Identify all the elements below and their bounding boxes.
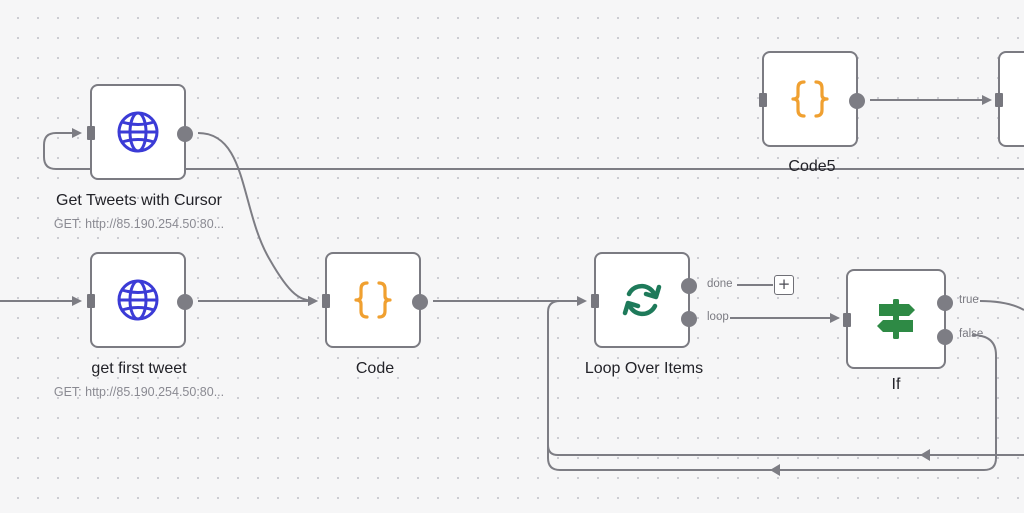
output-port-done[interactable] [681, 278, 697, 294]
node-title: get first tweet [91, 360, 187, 377]
output-port[interactable] [177, 294, 193, 310]
output-label-loop: loop [707, 311, 729, 323]
add-node-button[interactable]: + [774, 275, 794, 295]
input-port[interactable] [759, 93, 767, 107]
input-port[interactable] [87, 126, 95, 140]
output-label-done: done [707, 278, 733, 290]
input-port[interactable] [87, 294, 95, 308]
node-offscreen-partial[interactable] [995, 51, 1024, 147]
edge-tweets-to-code[interactable] [197, 132, 318, 306]
edge-if-true-out[interactable] [979, 300, 1024, 311]
node-subtitle: GET: http://85.190.254.50:80... [53, 217, 225, 231]
output-port[interactable] [412, 294, 428, 310]
node-get-tweets-with-cursor[interactable] [87, 84, 193, 180]
input-port[interactable] [995, 93, 1003, 107]
output-port[interactable] [177, 126, 193, 142]
output-port[interactable] [849, 93, 865, 109]
code-braces-icon [351, 278, 395, 322]
output-label-false: false [959, 328, 984, 340]
output-port-true[interactable] [937, 295, 953, 311]
node-code5[interactable] [759, 51, 865, 147]
globe-icon [116, 110, 160, 154]
edge-return-to-loop[interactable] [547, 300, 1024, 456]
node-get-first-tweet[interactable] [87, 252, 193, 348]
node-loop-over-items[interactable] [591, 252, 697, 348]
output-port-false[interactable] [937, 329, 953, 345]
edge-tweets-self-loop[interactable] [43, 128, 190, 170]
output-port-loop[interactable] [681, 311, 697, 327]
node-title: If [891, 376, 901, 393]
input-port[interactable] [591, 294, 599, 308]
node-title: Get Tweets with Cursor [56, 192, 222, 209]
node-subtitle: GET: http://85.190.254.50:80... [53, 385, 225, 399]
node-if[interactable] [843, 269, 953, 369]
node-title: Loop Over Items [584, 360, 704, 377]
input-port[interactable] [322, 294, 330, 308]
code-braces-icon [788, 77, 832, 121]
node-title: Code [355, 360, 395, 377]
input-port[interactable] [843, 313, 851, 327]
node-code[interactable] [322, 252, 428, 348]
signpost-icon [873, 296, 919, 342]
loop-arrows-icon [619, 277, 665, 323]
node-title: Code5 [788, 158, 836, 175]
output-label-true: true [959, 294, 979, 306]
edge-if-false-back[interactable] [547, 334, 997, 471]
globe-icon [116, 278, 160, 322]
